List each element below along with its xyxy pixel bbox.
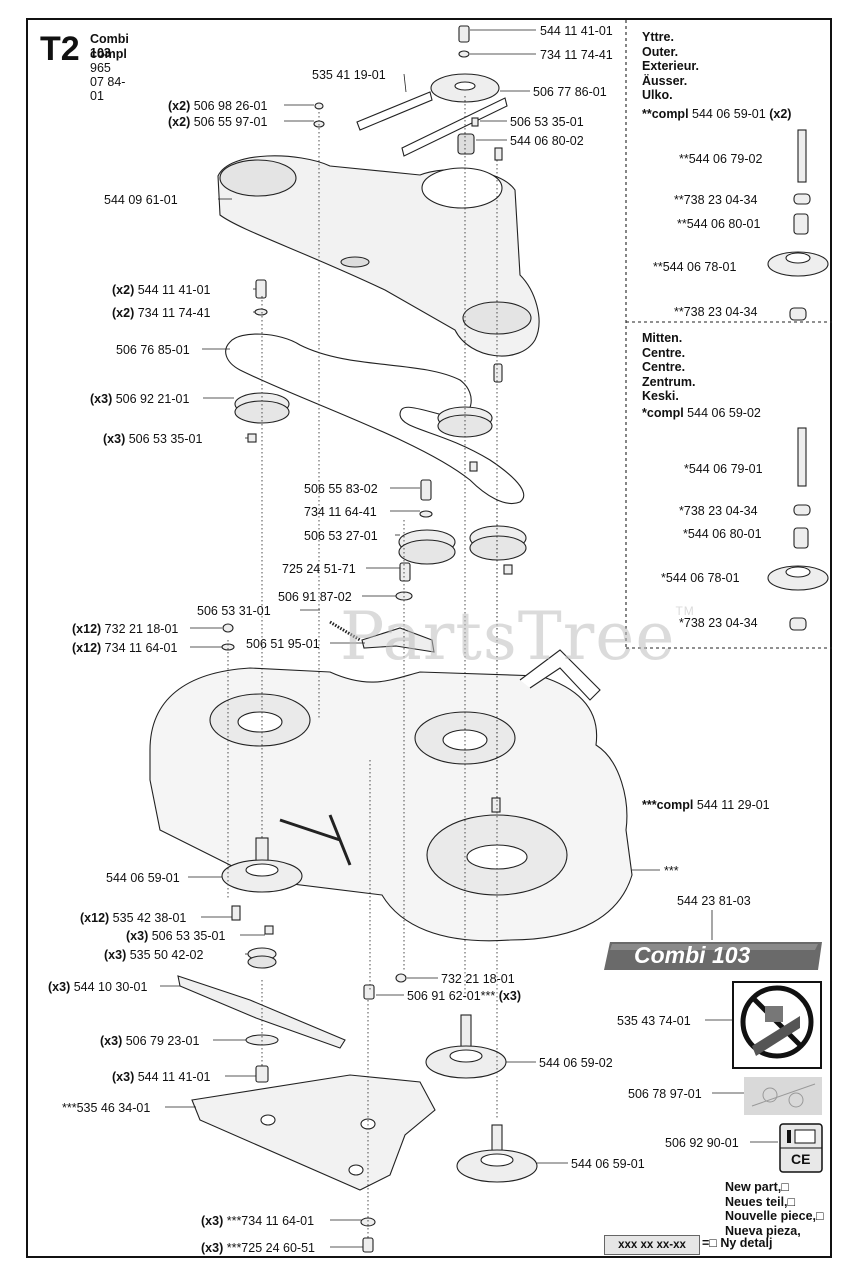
part-label: (x3) 535 50 42-02 [104,948,204,962]
part-label: 506 76 85-01 [116,343,190,357]
outer-part: **544 06 79-02 [679,152,763,166]
part-label: 734 11 74-41 [540,48,613,62]
part-label: 506 53 35-01 [510,115,584,129]
part-label: 506 53 31-01 [197,604,271,618]
part-label: (x2) 734 11 74-41 [112,306,211,320]
part-label: 506 78 97-01 [628,1087,702,1101]
part-label: (x3) ***725 24 60-51 [201,1241,315,1255]
part-label: (x3) 544 11 41-01 [112,1070,211,1084]
part-label: 506 92 90-01 [665,1136,739,1150]
part-label: (x3) 544 10 30-01 [48,980,148,994]
top-bolt [458,25,470,43]
ce-mark: CE [791,1151,811,1167]
part-label: 506 77 86-01 [533,85,607,99]
belt-strip-2 [401,97,508,157]
part-label: *** [664,864,679,878]
center-compl: *compl 544 06 59-02 [642,406,761,420]
center-part: *738 23 04-34 [679,616,758,630]
mulch-plate [191,1074,436,1191]
spacer-bushing [457,133,475,155]
part-label: (x12) 535 42 38-01 [80,911,187,925]
part-label: (x12) 734 11 64-01 [72,641,178,655]
drive-belt [225,333,525,504]
part-label: 535 41 19-01 [312,68,386,82]
part-label: 506 91 87-02 [278,590,352,604]
part-label: 544 23 81-03 [677,894,751,908]
part-label: 506 51 95-01 [246,637,320,651]
watermark: PartsTreeTM [340,598,695,675]
part-label: 544 06 59-01 [106,871,180,885]
new-part-example-box: xxx xx xx-xx [604,1235,700,1255]
page-frame [26,18,832,1258]
center-box-names: Mitten. Centre. Centre. Zentrum. Keski. [642,331,696,403]
part-label: 506 55 83-02 [304,482,378,496]
part-label: 506 91 62-01*** (x3) [407,989,521,1003]
part-label: (x3) 506 92 21-01 [90,392,190,406]
model-badge: Combi 103 [634,942,751,968]
outer-center-box-border [625,20,832,649]
idler-arm [361,627,435,653]
top-washer [458,50,470,58]
part-label: (x2) 506 98 26-01 [168,99,268,113]
legend-last-line: =□ Ny detalj [702,1236,773,1250]
part-label: 725 24 51-71 [282,562,356,576]
part-label: (x3) 506 53 35-01 [126,929,226,943]
part-label: (x12) 732 21 18-01 [72,622,179,636]
outer-part: **544 06 80-01 [677,217,761,231]
safety-decal [732,981,822,1069]
part-label: 535 43 74-01 [617,1014,691,1028]
part-label: 506 53 27-01 [304,529,378,543]
part-label: 544 06 80-02 [510,134,584,148]
part-label: 544 09 61-01 [104,193,178,207]
compl-line: compl 965 07 84-01 [90,47,127,103]
outer-box-names: Yttre. Outer. Exterieur. Äusser. Ulko. [642,30,699,102]
center-part: *544 06 78-01 [661,571,740,585]
center-part: *544 06 79-01 [684,462,763,476]
belt-strip-1 [356,91,433,131]
part-label: (x2) 544 11 41-01 [112,283,211,297]
part-label: (x3) 506 79 23-01 [100,1034,200,1048]
deck-diagram-decal [744,1077,822,1115]
outer-part: **544 06 78-01 [653,260,737,274]
part-label: 732 21 18-01 [441,972,515,986]
manual-ce-decal [779,1123,823,1173]
center-part: *544 06 80-01 [683,527,762,541]
part-label: 544 11 41-01 [540,24,613,38]
center-part: *738 23 04-34 [679,504,758,518]
part-label: 734 11 64-41 [304,505,377,519]
outer-part: **738 23 04-34 [674,305,758,319]
part-label: ***compl 544 11 29-01 [642,798,770,812]
outer-compl: **compl 544 06 59-01 (x2) [642,107,792,121]
part-label: (x2) 506 55 97-01 [168,115,268,129]
section-id: T2 [40,30,80,68]
part-label: ***535 46 34-01 [62,1101,151,1115]
part-label: (x3) 506 53 35-01 [103,432,203,446]
outer-part: **738 23 04-34 [674,193,758,207]
new-part-legend: New part,□ Neues teil,□ Nouvelle piece,□… [725,1180,824,1238]
part-label: 544 06 59-02 [539,1056,613,1070]
part-label: 544 06 59-01 [571,1157,645,1171]
part-label: (x3) ***734 11 64-01 [201,1214,315,1228]
model-name: Combi 103 [90,32,129,60]
